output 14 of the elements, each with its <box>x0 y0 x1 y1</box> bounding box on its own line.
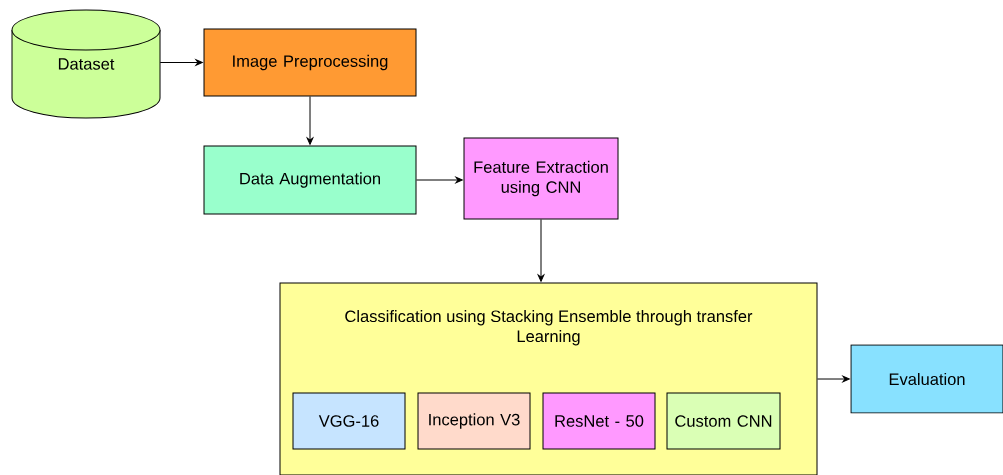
arrow <box>306 96 314 145</box>
process-box: Data Augmentation <box>203 145 417 215</box>
process-box: Feature Extraction using CNN <box>463 137 619 220</box>
arrow <box>416 176 463 184</box>
process-box: VGG-16 <box>292 392 406 450</box>
process-box: ResNet - 50 <box>542 392 656 450</box>
arrow <box>159 59 203 66</box>
arrow <box>537 219 545 282</box>
arrow <box>817 375 850 383</box>
process-box: Inception V3 <box>417 392 531 450</box>
process-box: Evaluation <box>850 344 1003 414</box>
process-box: Custom CNN <box>666 392 781 450</box>
database-cylinder: Dataset <box>11 9 161 119</box>
process-box: Image Preprocessing <box>203 28 417 97</box>
